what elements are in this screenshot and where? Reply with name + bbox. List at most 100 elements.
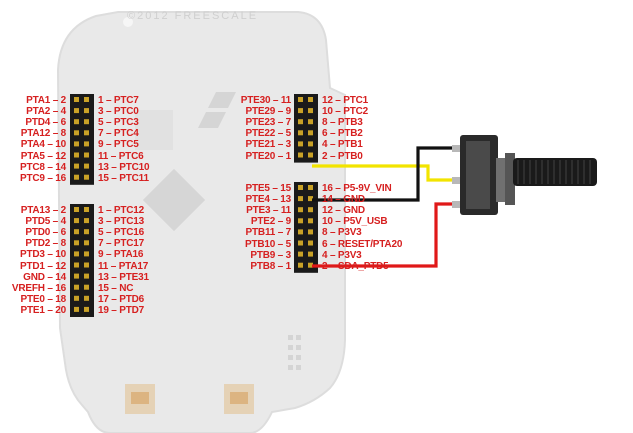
header-pin: [84, 130, 89, 136]
j1-pin-label: PTC9 – 16: [19, 172, 66, 184]
j2-pin-label: 3 – PTC13: [98, 216, 145, 228]
header-pin: [308, 97, 313, 102]
jumper-block: [288, 335, 301, 370]
j2-pin-label: 15 – NC: [98, 282, 134, 294]
j2-pin-label: PTA13 – 2: [20, 205, 66, 216]
header-j1: [70, 94, 94, 185]
wire-signal: [312, 164, 458, 182]
header-pin: [74, 229, 79, 235]
header-pin: [298, 130, 303, 136]
j4-pin-label: PTB9 – 3: [250, 249, 291, 261]
j3-pin-label: PTE29 – 9: [245, 106, 292, 118]
j2-pin-label: 7 – PTC17: [98, 238, 145, 250]
header-pin: [308, 218, 313, 224]
j3-pin-label: 10 – PTC2: [322, 106, 369, 118]
j3-pin-label: 8 – PTB3: [322, 117, 363, 129]
j2-pin-label: 13 – PTE31: [98, 271, 149, 283]
j1-pin-label: 7 – PTC4: [98, 128, 139, 140]
j1-pin-label: 15 – PTC11: [98, 172, 149, 184]
header-pin: [84, 240, 89, 246]
mcu-chip: [142, 168, 206, 232]
j3-pin-label: 2 – PTB0: [322, 150, 363, 162]
header-pin: [84, 174, 89, 180]
board-copyright: ©2012 FREESCALE: [127, 10, 259, 22]
mounting-hole: [123, 17, 133, 27]
header-pin: [298, 207, 303, 213]
header-pin: [308, 262, 313, 268]
j1-pin-label: 13 – PTC10: [98, 161, 150, 173]
header-pin: [298, 141, 303, 147]
usb-connector-icon: [224, 384, 254, 414]
header-pin: [74, 119, 79, 125]
usb-connector-icon: [125, 384, 155, 414]
header-pin: [298, 108, 303, 114]
header-pin: [308, 141, 313, 147]
wire-ground: [312, 146, 458, 202]
j1-pin-label: PTA2 – 4: [26, 106, 66, 118]
j4-pin-label: 8 – P3V3: [322, 227, 362, 239]
header-pin: [298, 119, 303, 125]
header-pin: [74, 240, 79, 246]
header-pin: [298, 229, 303, 235]
j2-pin-label: VREFH – 16: [11, 282, 66, 294]
j2-pin-label: 9 – PTA16: [98, 249, 144, 261]
header-pin: [74, 130, 79, 136]
j4-pin-label: 14 – GND: [322, 194, 365, 206]
j4-pin-label: 16 – P5-9V_VIN: [322, 183, 392, 194]
header-pin: [84, 108, 89, 114]
header-pin: [74, 97, 79, 102]
header-pin: [298, 251, 303, 257]
j4-pin-label: PTB8 – 1: [250, 260, 291, 272]
header-pin: [84, 119, 89, 125]
header-j3: [294, 94, 318, 163]
header-pin: [84, 273, 89, 279]
header-pin: [298, 152, 303, 158]
header-pin: [308, 229, 313, 235]
header-pin: [298, 262, 303, 268]
header-pin: [308, 196, 313, 202]
j3-pin-label: PTE22 – 5: [245, 128, 292, 140]
header-pin: [84, 163, 89, 169]
j2-pin-label: 19 – PTD7: [98, 304, 145, 316]
j1-pin-label: 1 – PTC7: [98, 95, 139, 106]
j1-pin-label: PTC8 – 14: [19, 161, 66, 173]
j4-pin-label: PTB10 – 5: [244, 238, 291, 250]
header-pin: [74, 306, 79, 312]
j1-pin-label: PTA5 – 12: [20, 150, 66, 162]
j4-pin-label: 2 – SDA_PTD5: [322, 260, 389, 272]
header-pin: [74, 207, 79, 212]
j2-pin-label: PTD3 – 10: [19, 249, 66, 261]
j1-pin-label: 3 – PTC0: [98, 106, 139, 118]
qr-area: [135, 110, 173, 150]
header-pin: [74, 174, 79, 180]
j1-pin-label: 11 – PTC6: [98, 150, 144, 162]
j2-pin-label: 1 – PTC12: [98, 205, 145, 216]
j3-pin-label: PTE21 – 3: [245, 139, 292, 151]
header-pin: [74, 295, 79, 301]
j3-pin-label: 4 – PTB1: [322, 139, 363, 151]
header-pin: [84, 207, 89, 212]
header-pin: [84, 218, 89, 224]
freescale-logo-icon: [198, 92, 236, 128]
j4-pin-label: PTE5 – 15: [245, 183, 292, 194]
j2-pin-label: PTD1 – 12: [19, 260, 66, 272]
header-pin: [74, 141, 79, 147]
j2-pin-label: GND – 14: [23, 271, 66, 283]
wire-power: [312, 202, 458, 268]
j2-pin-label: PTD0 – 6: [25, 227, 66, 239]
j3-pin-label: PTE23 – 7: [245, 117, 292, 129]
header-pin: [84, 141, 89, 147]
header-pin: [84, 251, 89, 257]
header-pin: [74, 152, 79, 158]
header-pin: [308, 207, 313, 213]
header-pin: [308, 152, 313, 158]
header-pin: [74, 273, 79, 279]
j1-pin-label: 9 – PTC5: [98, 139, 139, 151]
j2-pin-label: PTE1 – 20: [20, 304, 67, 316]
header-pin: [74, 251, 79, 257]
header-pin: [308, 130, 313, 136]
j4-pin-label: PTE4 – 13: [245, 194, 292, 206]
header-pin: [298, 218, 303, 224]
header-pin: [84, 262, 89, 268]
header-pin: [74, 163, 79, 169]
